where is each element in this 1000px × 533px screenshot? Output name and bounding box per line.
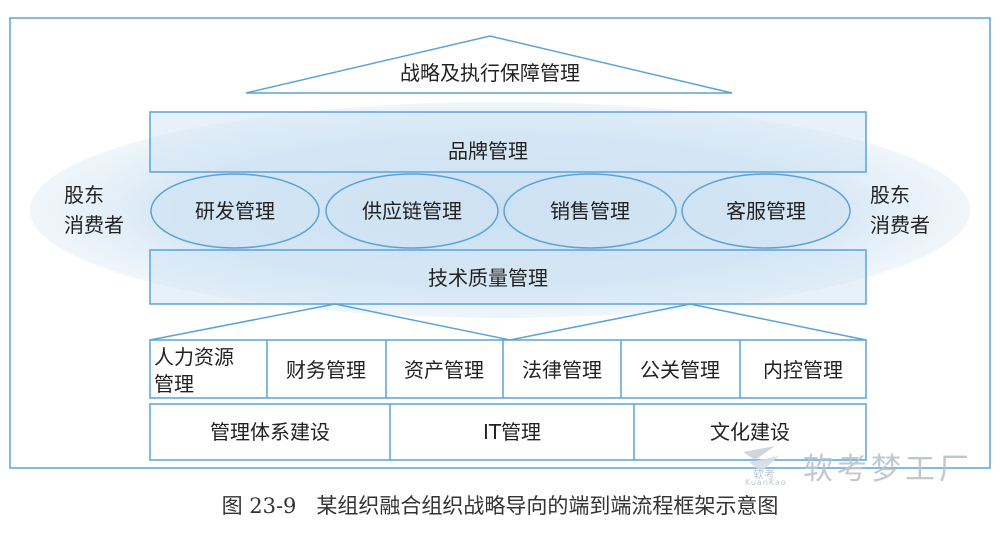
support-label: 人力资源 管理 [154, 345, 240, 396]
caption-text: 某组织融合组织战略导向的端到端流程框架示意图 [316, 494, 779, 518]
outer-frame [9, 17, 991, 469]
support-label: 文化建设 [710, 420, 790, 444]
process-ellipse-supply [325, 173, 499, 249]
process-label: 供应链管理 [362, 199, 462, 223]
watermark-subtext: KuanKao [745, 478, 787, 487]
support-label-hr-line1: 人力资源 [154, 345, 234, 369]
process-label: 研发管理 [195, 199, 275, 223]
support-label: 财务管理 [286, 358, 366, 382]
support-label: 内控管理 [763, 358, 843, 382]
process-ellipse-service [681, 173, 851, 249]
brand-bar [149, 111, 867, 173]
watermark: 软考梦工厂 软考 KuanKao [735, 438, 985, 488]
stakeholder-right-line1: 股东 [870, 183, 910, 207]
figure-caption: 图 23-9 某组织融合组织战略导向的端到端流程框架示意图 [0, 486, 1000, 526]
stakeholder-left-line1: 股东 [64, 183, 104, 207]
support-row-1 [149, 339, 867, 399]
watermark-logo-text: 软考 [753, 468, 775, 481]
roof-triangle [245, 35, 733, 94]
roof-label: 战略及执行保障管理 [400, 61, 580, 85]
watermark-text: 软考梦工厂 [803, 452, 973, 487]
tech-label: 技术质量管理 [428, 266, 548, 290]
support-label: 管理体系建设 [210, 420, 330, 444]
support-label: 公关管理 [640, 358, 720, 382]
support-label: 法律管理 [522, 358, 602, 382]
process-label: 客服管理 [726, 199, 806, 223]
process-label: 销售管理 [550, 199, 630, 223]
brand-label: 品牌管理 [448, 139, 528, 163]
support-label: 资产管理 [404, 358, 484, 382]
tech-bar [149, 249, 867, 305]
stakeholder-left-line2: 消费者 [64, 213, 124, 237]
caption-number: 图 23-9 [221, 494, 297, 518]
process-ellipse-rd [150, 173, 320, 249]
support-label: IT管理 [483, 420, 541, 444]
process-ellipse-sales [503, 173, 677, 249]
support-label-hr-line2: 管理 [154, 372, 194, 396]
stakeholder-right-line2: 消费者 [870, 213, 930, 237]
support-row-2 [149, 403, 867, 461]
watermark-logo-icon [743, 446, 779, 472]
